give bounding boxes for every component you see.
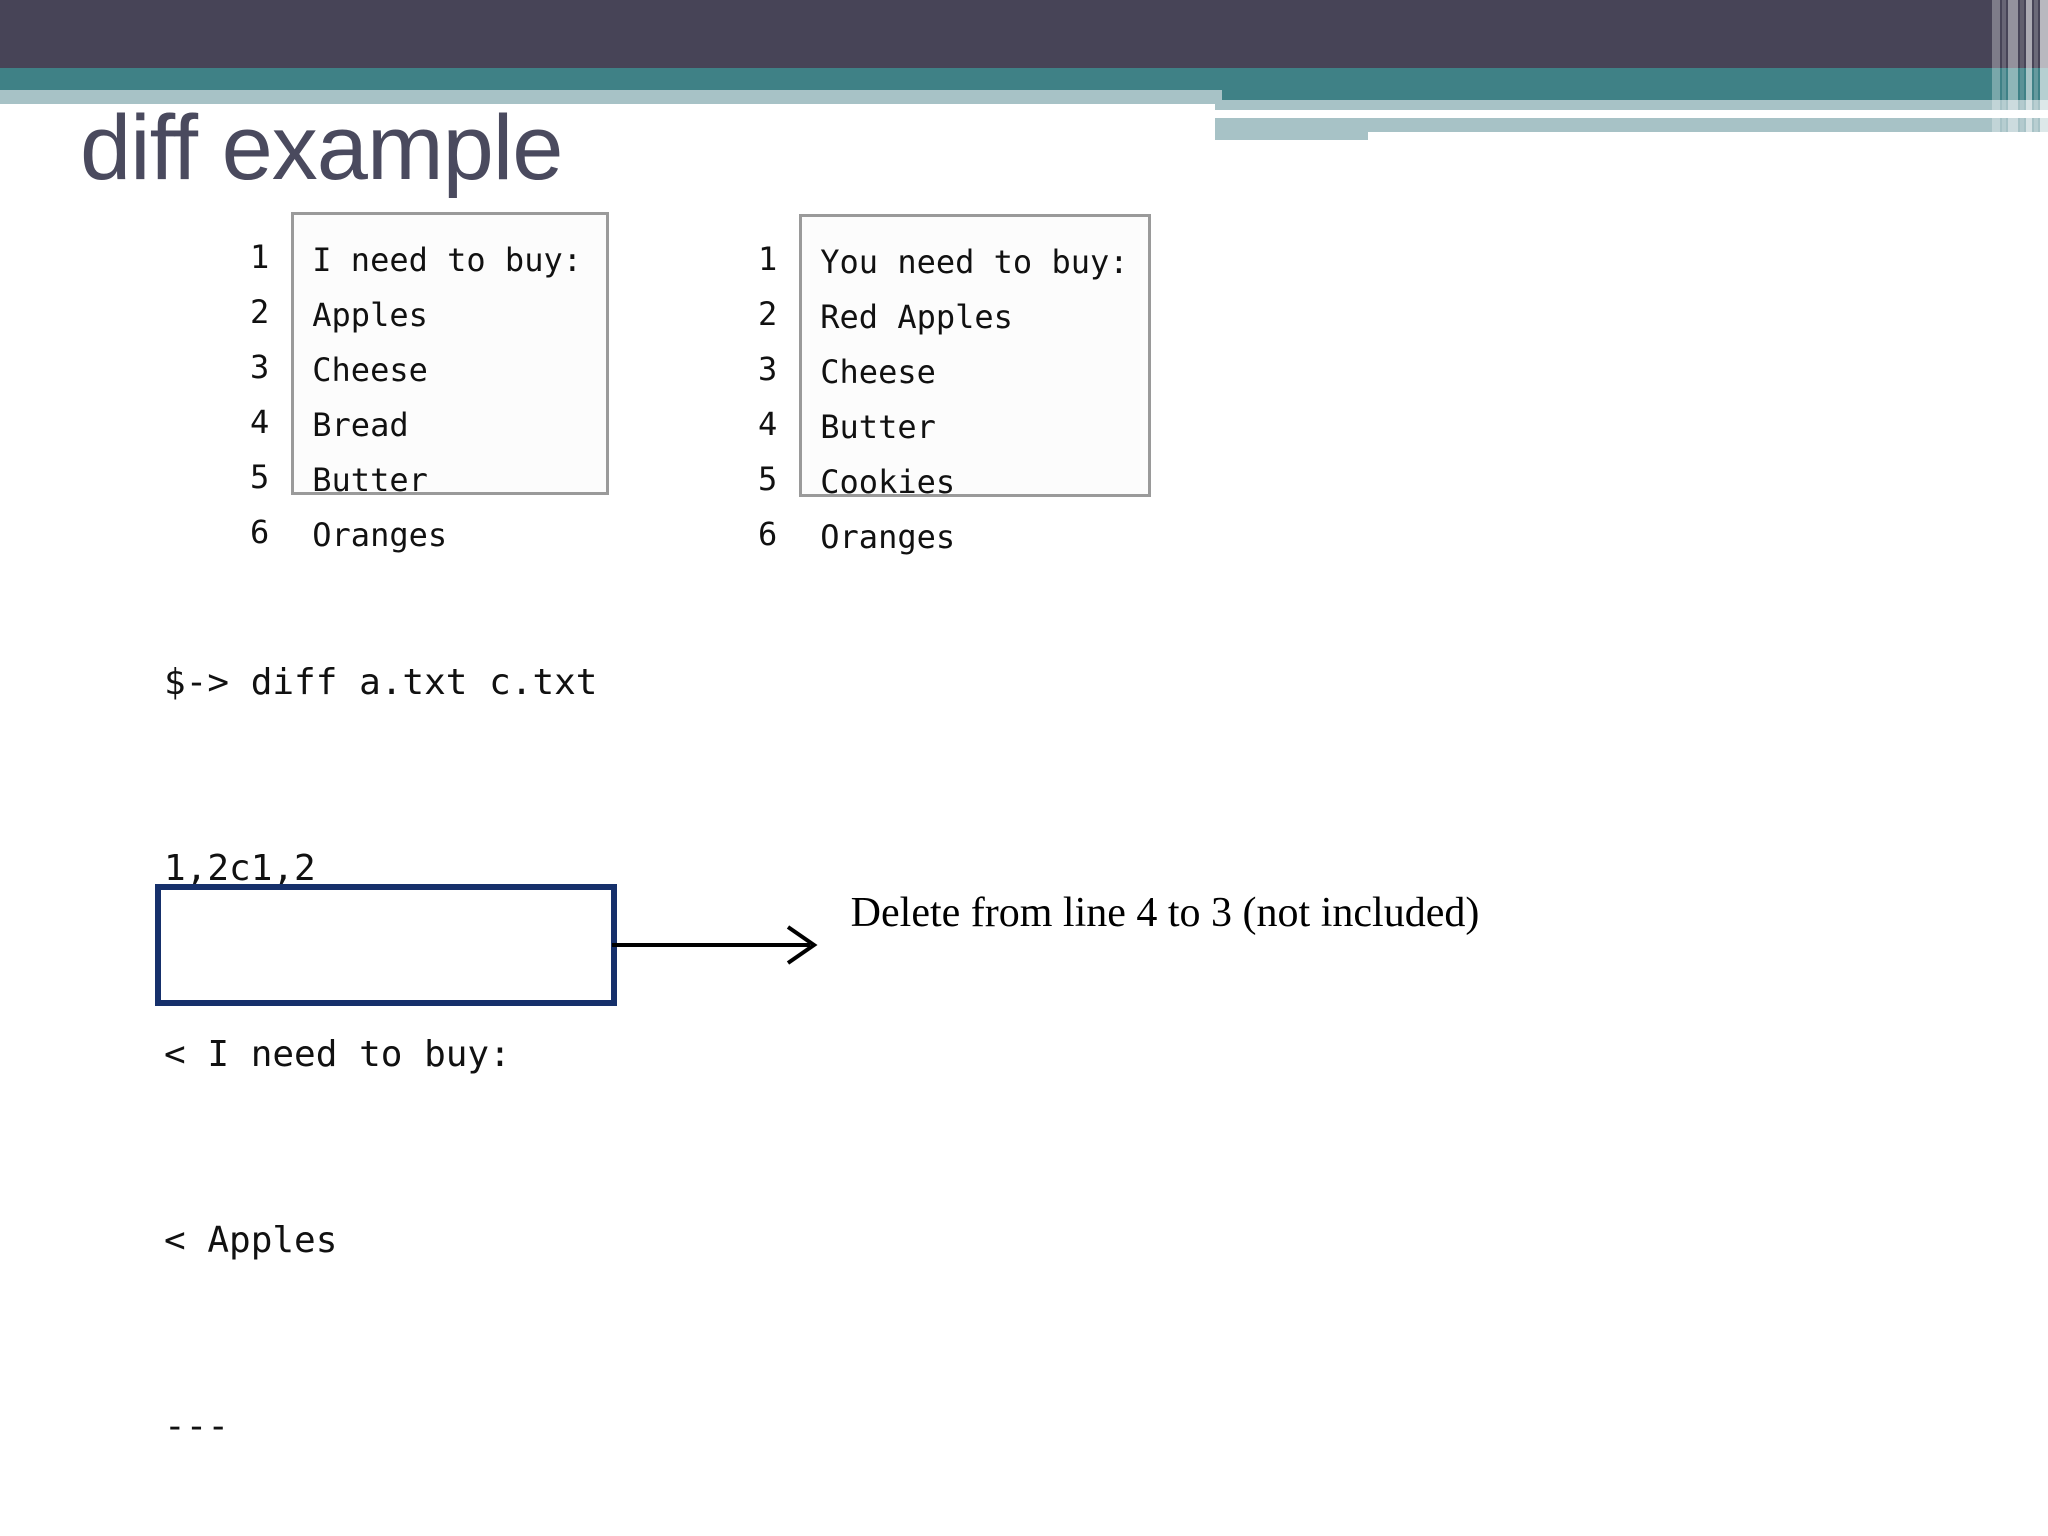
right-arrow-icon xyxy=(612,925,818,965)
header-vertical-stripe xyxy=(2040,0,2048,146)
line-number: 6 xyxy=(250,513,270,551)
line-number: 1 xyxy=(250,238,270,276)
file-line: Oranges xyxy=(312,516,448,554)
line-number: 2 xyxy=(250,293,270,331)
header-pale-band-left xyxy=(0,90,1222,104)
header-vertical-stripe xyxy=(2026,0,2032,146)
diff-command-line: $-> diff a.txt c.txt xyxy=(164,662,598,703)
highlight-rectangle xyxy=(155,884,617,1006)
line-number: 1 xyxy=(758,240,778,278)
diff-output: $-> diff a.txt c.txt 1,2c1,2 < I need to… xyxy=(164,528,597,1536)
header-vertical-stripe xyxy=(2008,0,2018,146)
diff-hunk-header: 1,2c1,2 xyxy=(164,848,316,889)
file-line: Bread xyxy=(312,406,409,444)
diff-removed-line: < Apples xyxy=(164,1220,338,1261)
file-line: Butter xyxy=(312,461,428,499)
line-number: 2 xyxy=(758,295,778,333)
line-number: 4 xyxy=(250,403,270,441)
file-line: Apples xyxy=(312,296,428,334)
file-line: Red Apples xyxy=(820,298,1013,336)
line-number: 3 xyxy=(758,350,778,388)
file-content-box-a: I need to buy: Apples Cheese Bread Butte… xyxy=(291,212,610,554)
line-number-gutter-b: 1 2 3 4 5 6 xyxy=(758,214,799,562)
file-line: Butter xyxy=(820,408,936,446)
header-dark-band xyxy=(0,0,2048,68)
diff-separator-line: --- xyxy=(164,1406,230,1447)
line-number: 5 xyxy=(758,460,778,498)
file-line: Cheese xyxy=(312,351,428,389)
file-line: Cheese xyxy=(820,353,936,391)
header-vertical-stripe xyxy=(2020,0,2024,146)
line-number-gutter-a: 1 2 3 4 5 6 xyxy=(250,212,291,560)
file-line: Oranges xyxy=(820,518,956,556)
line-number: 6 xyxy=(758,515,778,553)
file-line: You need to buy: xyxy=(820,243,1129,281)
file-listing-a: 1 2 3 4 5 6 I need to buy: Apples Cheese… xyxy=(250,212,610,560)
header-pale-band-right-upper xyxy=(1215,100,2048,110)
line-number: 3 xyxy=(250,348,270,386)
header-white-notch-lower xyxy=(1368,132,2048,146)
slide-title: diff example xyxy=(80,97,563,199)
file-content-box-b: You need to buy: Red Apples Cheese Butte… xyxy=(799,214,1152,556)
file-line: Cookies xyxy=(820,463,956,501)
header-vertical-stripe xyxy=(2034,0,2038,146)
file-listing-b: 1 2 3 4 5 6 You need to buy: Red Apples … xyxy=(758,214,1152,562)
header-vertical-stripe xyxy=(1992,0,2000,146)
file-line: I need to buy: xyxy=(312,241,582,279)
line-number: 4 xyxy=(758,405,778,443)
line-number: 5 xyxy=(250,458,270,496)
callout-annotation: Delete from line 4 to 3 (not included) xyxy=(850,890,1480,936)
header-white-notch-upper xyxy=(1215,110,1900,118)
diff-removed-line: < I need to buy: xyxy=(164,1034,511,1075)
header-vertical-stripe xyxy=(2002,0,2006,146)
